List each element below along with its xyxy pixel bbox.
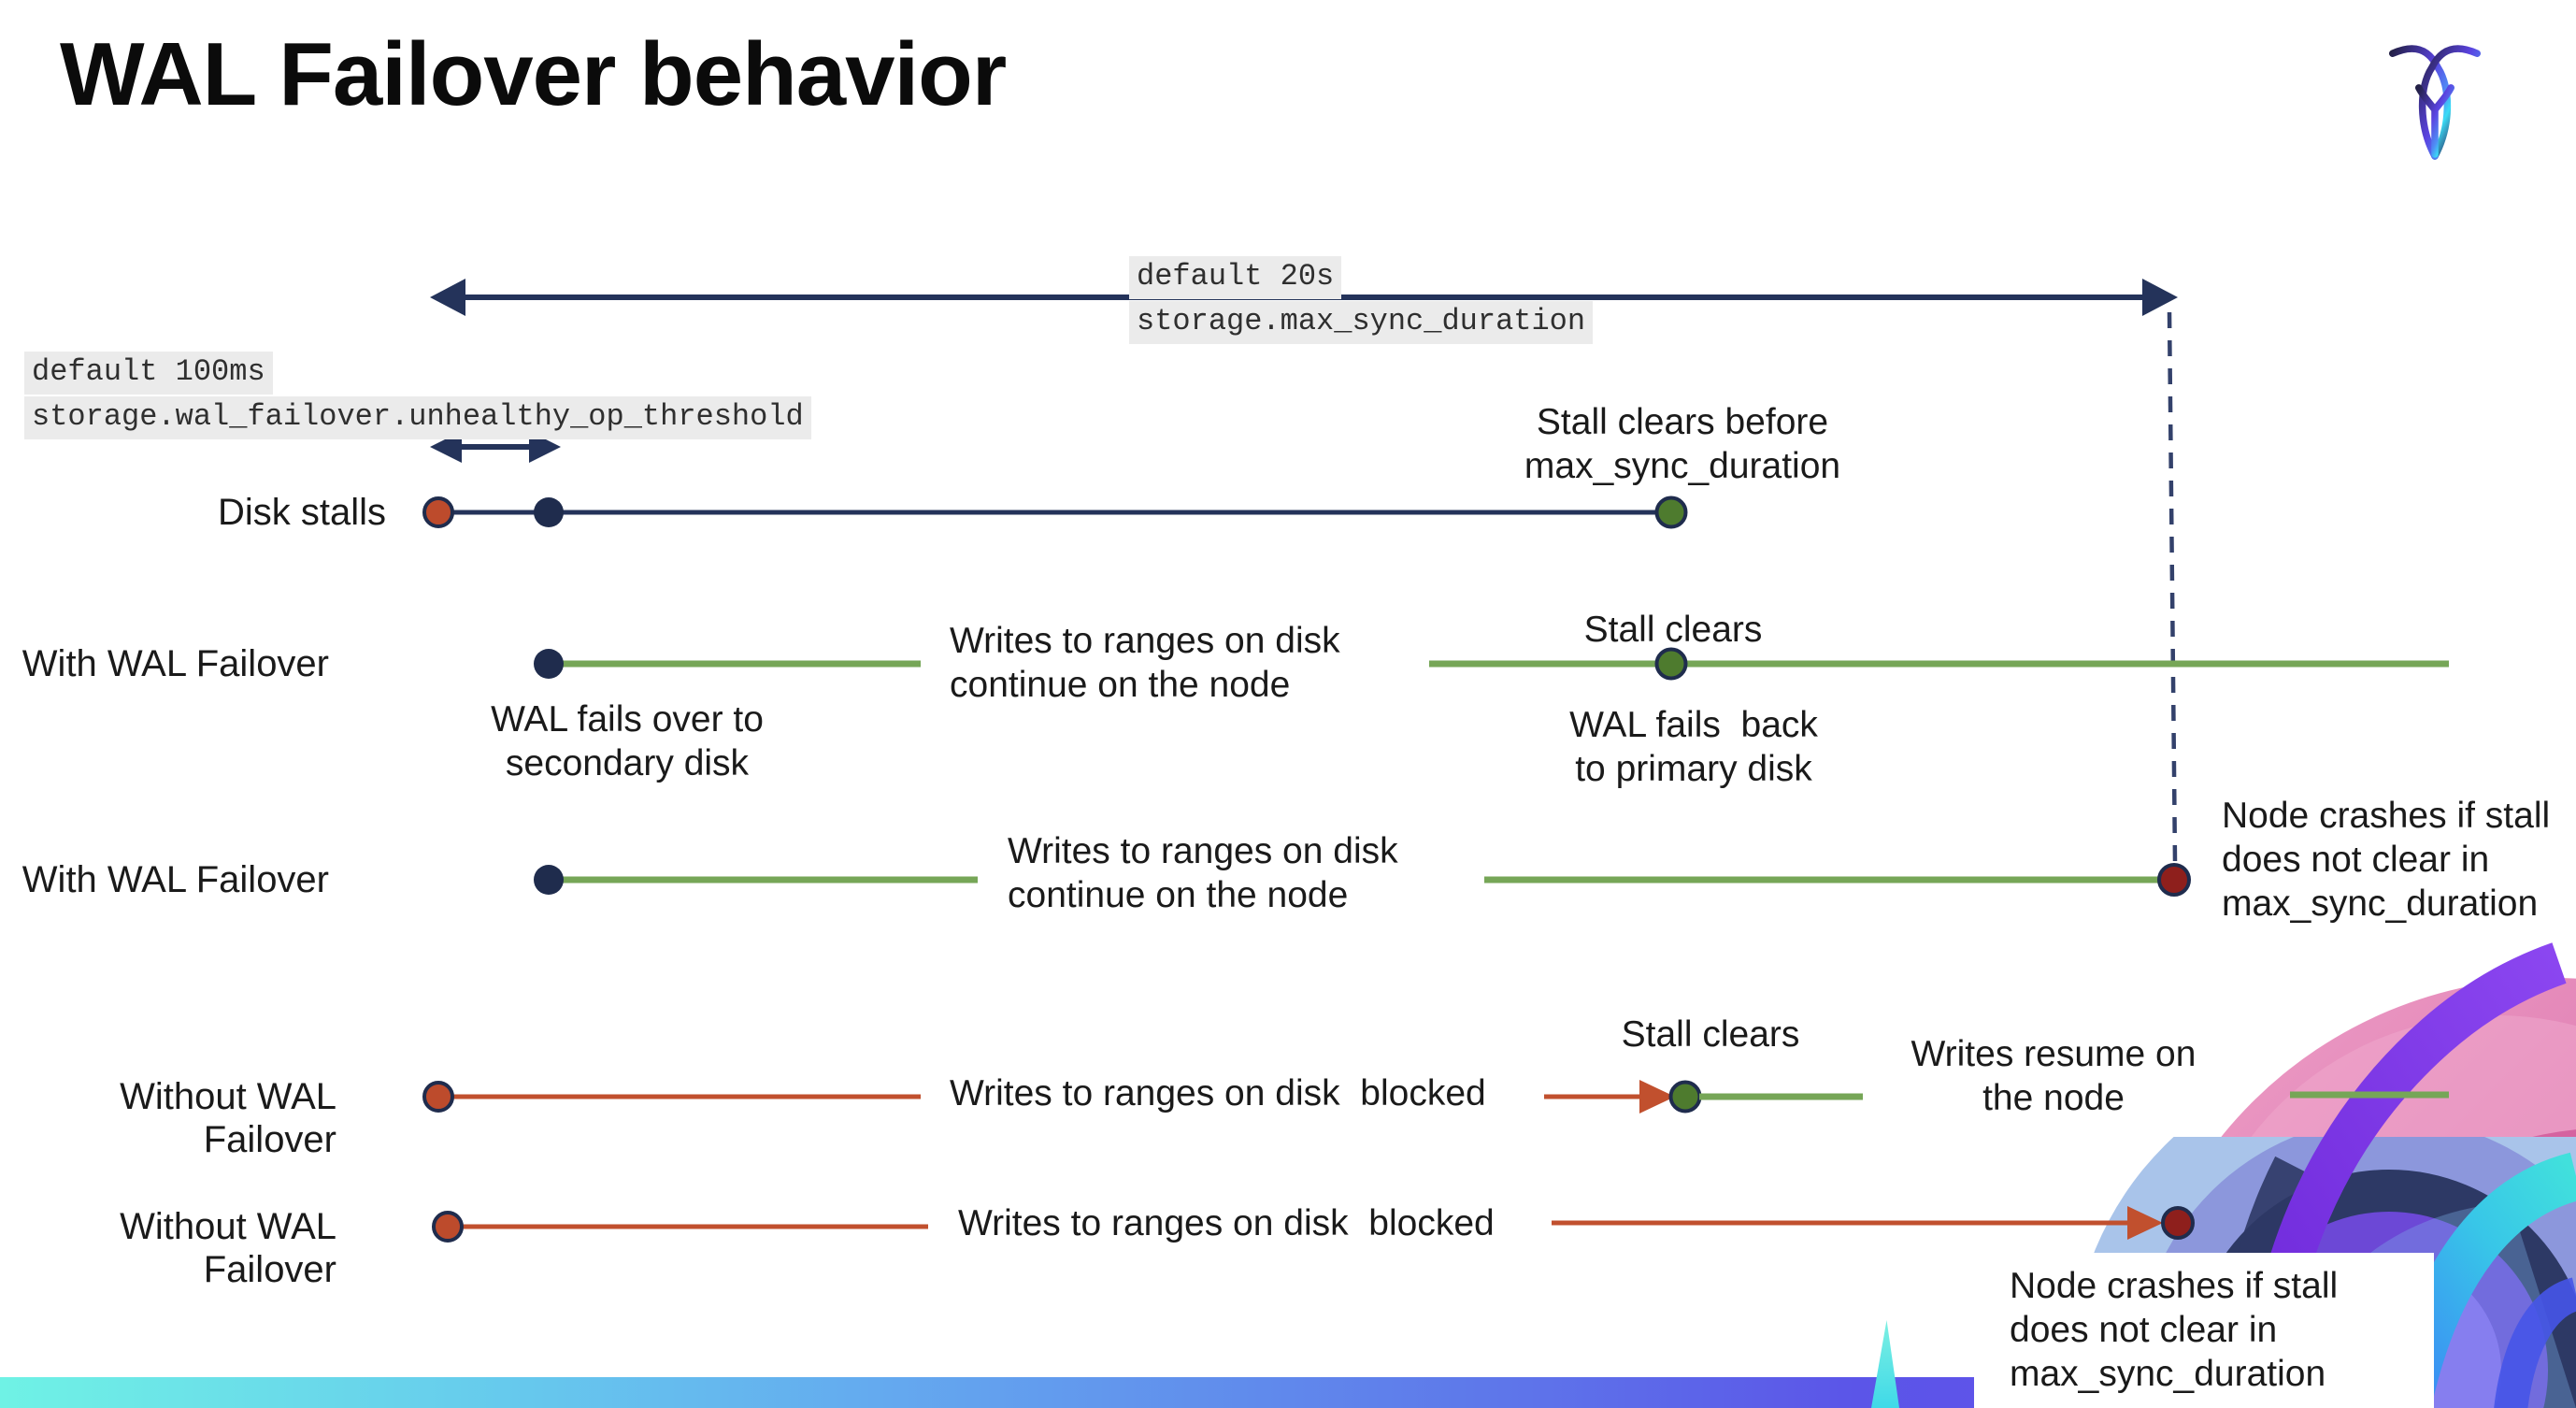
stall-clears-dot-row1 <box>1654 496 1688 529</box>
row-label-with-wal-failover-2: With WAL Failover <box>21 859 329 900</box>
row-label-without-wal-failover-2: Without WAL Failover <box>120 1206 336 1290</box>
row-label-with-wal-failover-1: With WAL Failover <box>21 643 329 684</box>
threshold-reached-dot <box>534 497 564 527</box>
red-arrow-head-icon <box>1639 1080 1675 1113</box>
writes-blocked-note-1: Writes to ranges on disk blocked <box>950 1073 1486 1113</box>
max-sync-default-value: default 20s <box>1129 256 1342 299</box>
node-crash-dot-row5 <box>2161 1206 2195 1240</box>
unhealthy-op-default-value: default 100ms <box>24 352 273 395</box>
writes-resume-note: Writes resume on the node <box>1911 1034 2197 1118</box>
cockroachdb-logo-icon <box>2389 45 2481 160</box>
node-crashes-note-1: Node crashes if stall does not clear in … <box>2222 796 2551 924</box>
node-crash-caption-box: Node crashes if stall does not clear in … <box>1974 1253 2434 1408</box>
arrow-left-head-icon <box>430 279 465 316</box>
max-sync-setting-name: storage.max_sync_duration <box>1129 301 1594 344</box>
stall-clears-dot-row2 <box>1654 647 1688 681</box>
disk-stall-start-dot-row5 <box>432 1211 464 1243</box>
wal-fails-over-note: WAL fails over to secondary disk <box>491 699 764 783</box>
red-arrow-head-icon <box>2127 1206 2163 1240</box>
writes-continue-note-1: Writes to ranges on disk continue on the… <box>950 621 1340 705</box>
failover-dot-row3 <box>534 865 564 895</box>
stall-clears-note-2: Stall clears <box>1621 1014 1800 1055</box>
row-label-disk-stalls: Disk stalls <box>217 492 386 533</box>
wal-fails-back-note: WAL fails back to primary disk <box>1569 705 1818 789</box>
stall-clears-before-note: Stall clears before max_sync_duration <box>1524 402 1841 486</box>
stall-clears-dot-row4 <box>1668 1080 1702 1113</box>
max-sync-deadline-dashed-line <box>2167 311 2178 863</box>
disk-stall-start-dot <box>422 496 454 528</box>
failover-dot-row2 <box>534 649 564 679</box>
stall-clears-note-1: Stall clears <box>1583 610 1763 650</box>
row-label-without-wal-failover-1: Without WAL Failover <box>120 1076 336 1160</box>
writes-continue-note-2: Writes to ranges on disk continue on the… <box>1008 831 1398 915</box>
max-sync-duration-callout: default 20s storage.max_sync_duration <box>1129 256 1594 346</box>
writes-blocked-note-2: Writes to ranges on disk blocked <box>958 1203 1495 1243</box>
unhealthy-op-threshold-callout: default 100ms storage.wal_failover.unhea… <box>24 352 811 441</box>
arrow-right-head-icon <box>2142 279 2178 316</box>
unhealthy-op-setting-name: storage.wal_failover.unhealthy_op_thresh… <box>24 396 811 439</box>
page-title: WAL Failover behavior <box>60 24 1007 124</box>
node-crash-dot-row3 <box>2157 863 2191 897</box>
node-crashes-note-2: Node crashes if stall does not clear in … <box>2010 1266 2339 1394</box>
disk-stall-start-dot-row4 <box>422 1081 454 1113</box>
